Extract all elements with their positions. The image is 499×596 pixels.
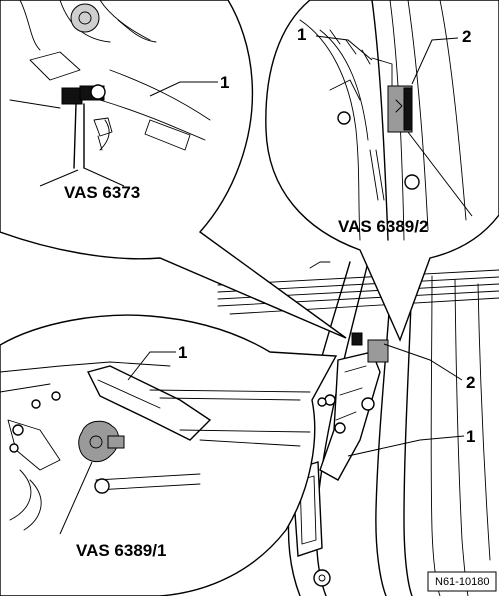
leader-lines-top-left (39, 81, 218, 187)
main-view-callouts: 2 1 (347, 343, 475, 457)
leader-lines-bottom-left (59, 351, 176, 535)
tool-label-vas-6373: VAS 6373 (64, 183, 140, 202)
tool-label-vas-6389-1: VAS 6389/1 (76, 541, 166, 560)
door-check-strap (319, 351, 381, 481)
vas-6389-2-tool (371, 57, 413, 133)
leader-lines-top-right (315, 35, 473, 217)
callout-1-bottom-left: 1 (178, 343, 187, 362)
engine-bay-detail (9, 0, 211, 151)
bottom-hinge-detail (0, 361, 311, 531)
vas-6373-tool (61, 84, 113, 169)
bubble-outline-bottom-left (0, 314, 338, 596)
figure-id: N61-10180 (435, 576, 489, 588)
detail-bubble-bottom-left: 1 VAS 6389/1 (0, 314, 338, 596)
callout-1-top-right: 1 (297, 25, 306, 44)
leader-2-main (383, 343, 463, 381)
callout-2-top-right: 2 (462, 27, 471, 46)
bubble-outline-top-right (265, 0, 499, 342)
callout-1-top-left: 1 (220, 73, 229, 92)
figure-id-box: N61-10180 (427, 571, 497, 592)
tool-6389-2-mounted (351, 332, 389, 363)
vas-6389-1-tool (78, 420, 125, 463)
bubble-outline-top-left (0, 0, 347, 339)
callout-1-main: 1 (466, 427, 475, 446)
detail-bubble-top-left: 1 VAS 6373 (0, 0, 347, 339)
leader-1-main (347, 435, 465, 457)
callout-2-main: 2 (466, 373, 475, 392)
detail-bubble-top-right: 1 2 VAS 6389/2 (265, 0, 499, 342)
tool-label-vas-6389-2: VAS 6389/2 (338, 217, 428, 236)
